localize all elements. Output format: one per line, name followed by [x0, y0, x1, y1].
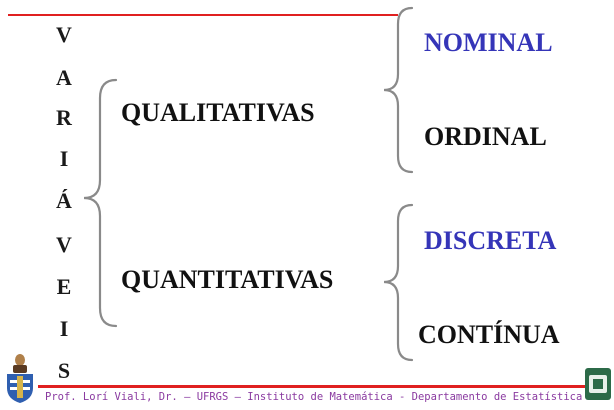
discreta-label: DISCRETA	[424, 226, 557, 255]
main-brace	[83, 78, 118, 328]
letter-i2: I	[59, 316, 69, 341]
nominal-label: NOMINAL	[424, 28, 553, 57]
letter-e: E	[56, 274, 72, 299]
bottom-rule	[38, 385, 588, 388]
continua-label: CONTÍNUA	[418, 320, 560, 349]
quantitativas-brace	[383, 203, 414, 362]
page-badge-icon	[585, 368, 611, 400]
letter-r: R	[56, 105, 72, 130]
letter-i1: I	[59, 146, 69, 171]
letter-v2: V	[56, 232, 72, 257]
letter-s: S	[57, 358, 71, 383]
qualitativas-label: QUALITATIVAS	[121, 98, 315, 127]
quantitativas-label: QUANTITATIVAS	[121, 265, 334, 294]
letter-a: A	[56, 65, 72, 90]
letter-a-acute: Á	[56, 188, 72, 213]
qualitativas-brace	[383, 6, 414, 174]
ordinal-label: ORDINAL	[424, 122, 547, 151]
footer-credit: Prof. Lorí Viali, Dr. – UFRGS – Institut…	[45, 391, 583, 403]
university-crest-icon	[7, 354, 33, 403]
letter-v1: V	[56, 22, 72, 47]
top-rule	[8, 14, 398, 16]
